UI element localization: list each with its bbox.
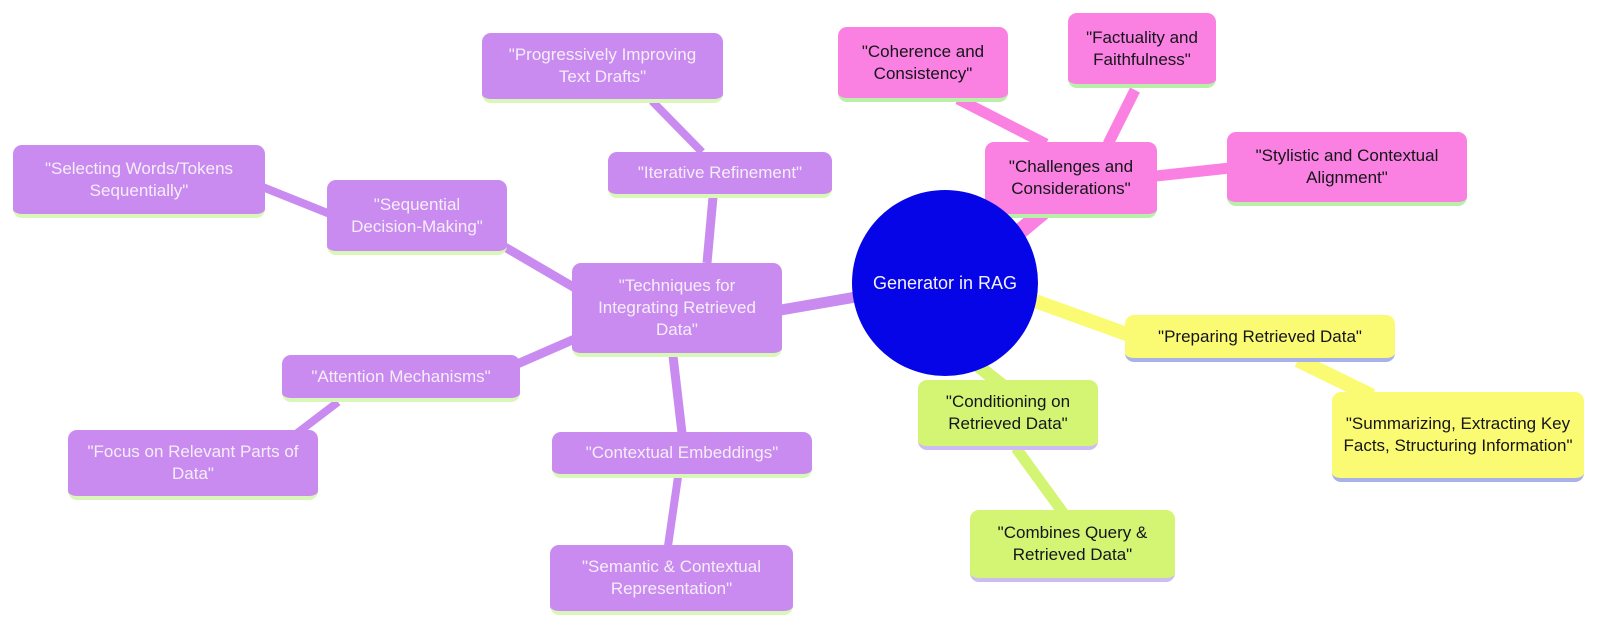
node-challenges-and-considerations: "Challenges and Considerations" [985,142,1157,218]
edge-challenges-factuality [1103,87,1140,147]
edge-techniques-contextual [668,355,687,434]
node-stylistic-and-contextual-alignment: "Stylistic and Contextual Alignment" [1227,132,1467,206]
edge-iterative-progressively [649,98,705,155]
edge-sequential-selecting [258,182,332,218]
node-selecting-words-tokens-sequentially: "Selecting Words/Tokens Sequentially" [13,145,265,218]
node-attention-mechanisms: "Attention Mechanisms" [282,355,520,402]
node-contextual-embeddings: "Contextual Embeddings" [552,432,812,478]
edge-challenges-coherence [955,94,1049,149]
node-preparing-retrieved-data: "Preparing Retrieved Data" [1125,315,1395,362]
node-combines-query-and-retrieved-data: "Combines Query & Retrieved Data" [970,510,1175,582]
edge-challenges-stylistic [1155,162,1231,182]
node-iterative-refinement: "Iterative Refinement" [608,152,832,198]
edge-center-preparing [1021,290,1135,343]
node-conditioning-on-retrieved-data: "Conditioning on Retrieved Data" [918,380,1098,450]
node-generator-in-rag-center: Generator in RAG [852,190,1038,376]
node-factuality-and-faithfulness: "Factuality and Faithfulness" [1068,13,1216,88]
edge-attention-focus [293,398,341,438]
node-techniques-for-integrating-retrieved-data: "Techniques for Integrating Retrieved Da… [572,263,782,357]
edge-center-techniques [774,291,857,317]
node-summarizing-extracting-key-facts-structuring-information: "Summarizing, Extracting Key Facts, Stru… [1332,392,1584,482]
node-sequential-decision-making: "Sequential Decision-Making" [327,180,507,255]
node-progressively-improving-text-drafts: "Progressively Improving Text Drafts" [482,33,723,103]
edge-contextual-semantic [664,476,682,547]
edge-techniques-iterative [702,196,718,264]
edge-techniques-sequential [495,239,578,292]
node-semantic-contextual-representation: "Semantic & Contextual Representation" [550,545,793,615]
node-focus-on-relevant-parts-of-data: "Focus on Relevant Parts of Data" [68,430,318,500]
node-coherence-and-consistency: "Coherence and Consistency" [838,27,1008,102]
edge-conditioning-combines [1011,444,1069,518]
edge-preparing-summarizing [1294,353,1376,403]
